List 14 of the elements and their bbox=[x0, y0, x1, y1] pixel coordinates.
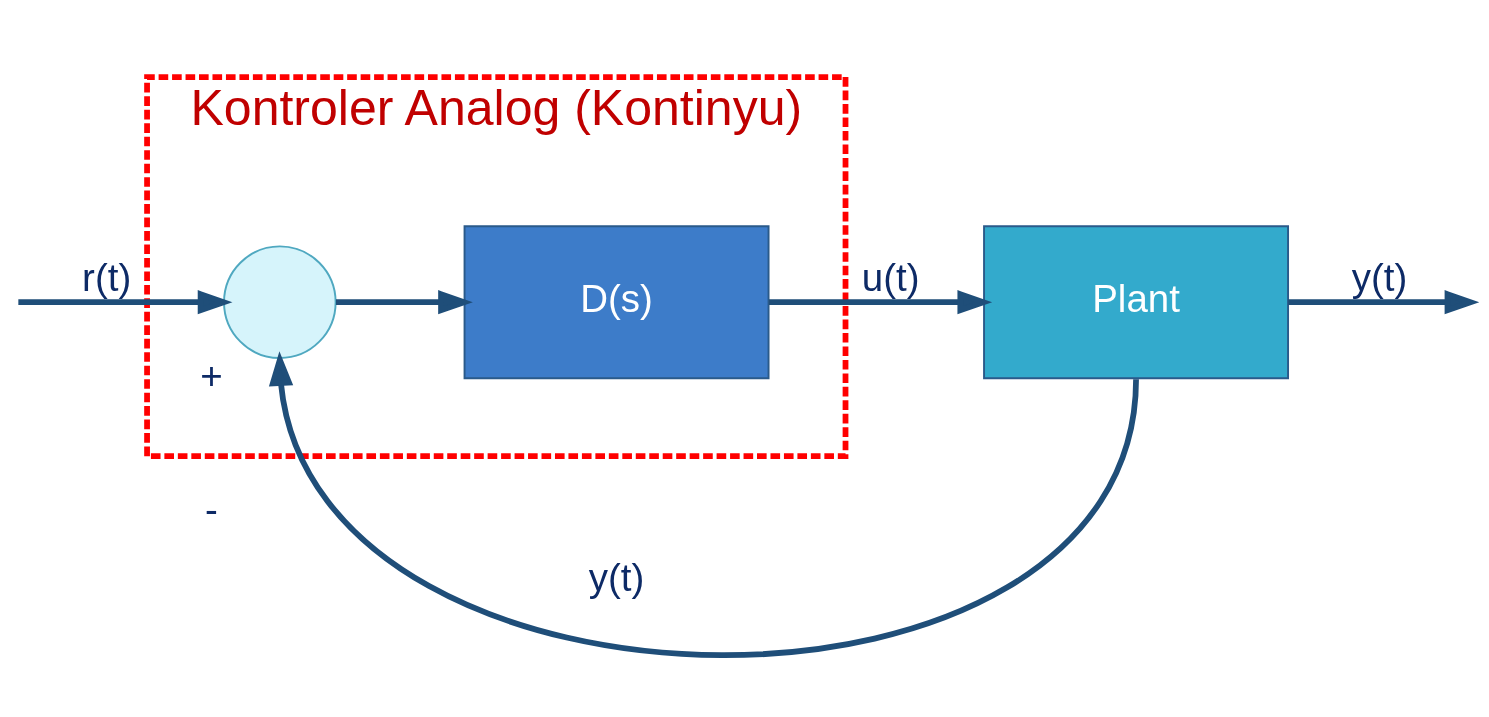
arrow bbox=[1288, 290, 1480, 315]
node-label: - bbox=[205, 488, 218, 532]
node-box: Plant bbox=[983, 225, 1289, 380]
node-label: + bbox=[200, 353, 223, 397]
edge-label: y(t) bbox=[1351, 255, 1408, 299]
edge-label: r(t) bbox=[82, 255, 132, 299]
arrow bbox=[268, 351, 1139, 659]
edge-label: u(t) bbox=[861, 255, 920, 299]
edge-label: y(t) bbox=[588, 555, 645, 599]
arrow bbox=[769, 290, 993, 315]
node-box: D(s) bbox=[463, 225, 770, 380]
arrow bbox=[18, 290, 233, 315]
arrow bbox=[335, 290, 473, 315]
node-circle bbox=[223, 245, 337, 359]
